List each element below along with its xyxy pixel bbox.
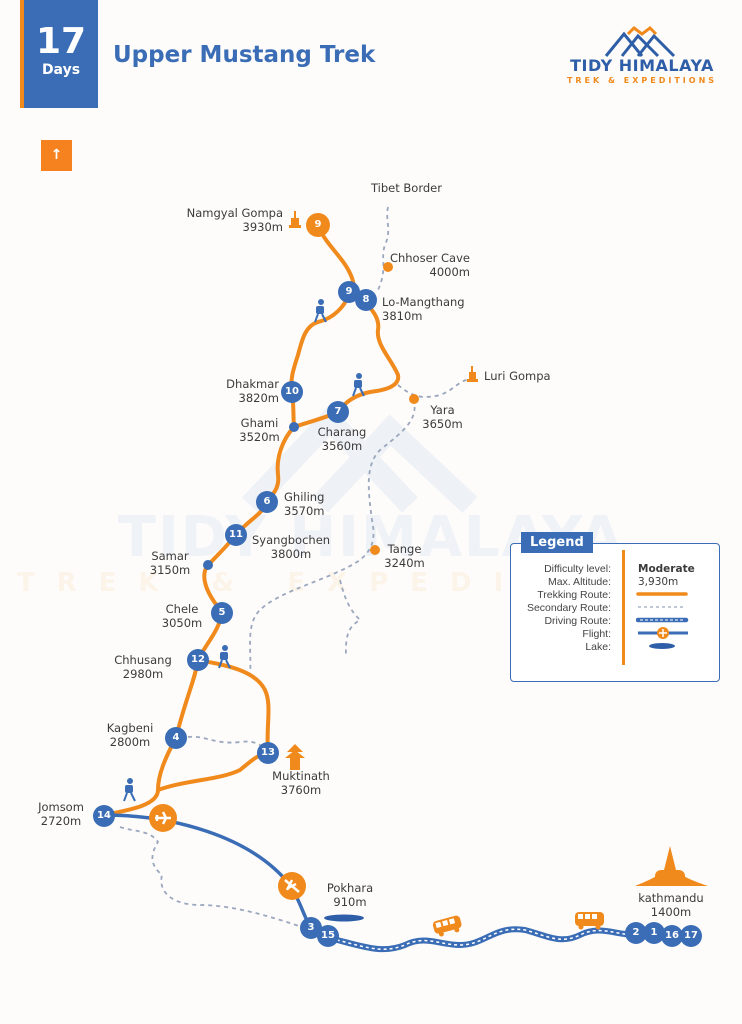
hiker-icon [123, 778, 136, 802]
legend-values: Moderate 3,930m [638, 563, 695, 589]
company-logo: TIDY HIMALAYA TREK & EXPEDITIONS [562, 26, 722, 96]
mountain-logo-icon [604, 26, 676, 58]
day-marker[interactable]: 9 [314, 219, 322, 230]
tange-branch-route [339, 579, 362, 656]
day-marker[interactable]: 3 [307, 922, 315, 933]
day-marker[interactable]: 9 [345, 286, 353, 297]
legend-symbols [636, 592, 689, 649]
difficulty-value: Moderate [638, 563, 695, 575]
place-tibet-border[interactable]: Tibet Border [371, 181, 442, 195]
day-marker[interactable]: 2 [632, 927, 640, 938]
yara-tange-route [249, 398, 416, 676]
lake-symbol [649, 643, 675, 649]
day-marker[interactable]: 10 [285, 386, 299, 397]
kathmandu-stupa-icon [635, 846, 708, 886]
day-marker[interactable]: 13 [261, 747, 275, 758]
day-marker[interactable]: 6 [263, 496, 271, 507]
samar-dot [203, 560, 213, 570]
north-arrow-icon: ↑ [41, 140, 72, 171]
driving-route-dashes [324, 928, 693, 950]
gompa-icon [289, 211, 301, 228]
airplane-icon [278, 872, 306, 900]
logo-name: TIDY HIMALAYA [570, 56, 714, 75]
place-luri-gompa[interactable]: Luri Gompa [484, 369, 551, 383]
bus-icon [432, 915, 462, 937]
day-marker[interactable]: 14 [97, 810, 111, 821]
day-marker[interactable]: 8 [362, 294, 370, 305]
bus-icon [575, 912, 604, 930]
day-marker[interactable]: 7 [334, 406, 342, 417]
lake-icon [324, 914, 364, 922]
trekking-routes [102, 223, 401, 817]
day-marker[interactable]: 1 [650, 927, 658, 938]
hiker-icon [314, 299, 327, 323]
day-marker[interactable]: 17 [684, 930, 698, 941]
day-marker[interactable]: 15 [321, 930, 335, 941]
max-altitude-value: 3,930m [638, 576, 679, 588]
airplane-icon [149, 804, 177, 832]
jomsom-pokhara-route [119, 826, 306, 929]
day-marker[interactable]: 12 [191, 654, 205, 665]
muktinath-temple-icon [285, 744, 305, 770]
day-marker[interactable]: 5 [218, 607, 226, 618]
legend-keys: Difficulty level: Max. Altitude: Trekkin… [526, 563, 611, 653]
tibet-border-route [377, 206, 390, 291]
yara-luri-route [397, 378, 473, 398]
day-marker[interactable]: 16 [665, 930, 679, 941]
day-marker[interactable]: 11 [229, 529, 243, 540]
day-marker[interactable]: 4 [172, 732, 180, 743]
page-title: Upper Mustang Trek [113, 42, 376, 68]
tange-dot [370, 545, 380, 555]
days-number: 17 [35, 21, 87, 62]
days-badge: 17 Days [20, 0, 98, 108]
legend-divider [622, 550, 625, 665]
hiker-icon [352, 373, 365, 397]
logo-tagline: TREK & EXPEDITIONS [566, 76, 718, 85]
chhoser-cave-dot [383, 262, 393, 272]
days-label: Days [41, 62, 81, 78]
day-markers [93, 213, 702, 947]
hiker-icon [218, 645, 231, 669]
kagbeni-muktinath-route [187, 735, 269, 753]
legend-title: Legend [521, 532, 593, 553]
luri-gompa-icon [467, 366, 478, 382]
legend-panel: Legend Difficulty level: Max. Altitude: … [510, 532, 720, 682]
yara-dot [409, 394, 419, 404]
flight-route [103, 813, 314, 932]
ghami-dot [289, 422, 299, 432]
